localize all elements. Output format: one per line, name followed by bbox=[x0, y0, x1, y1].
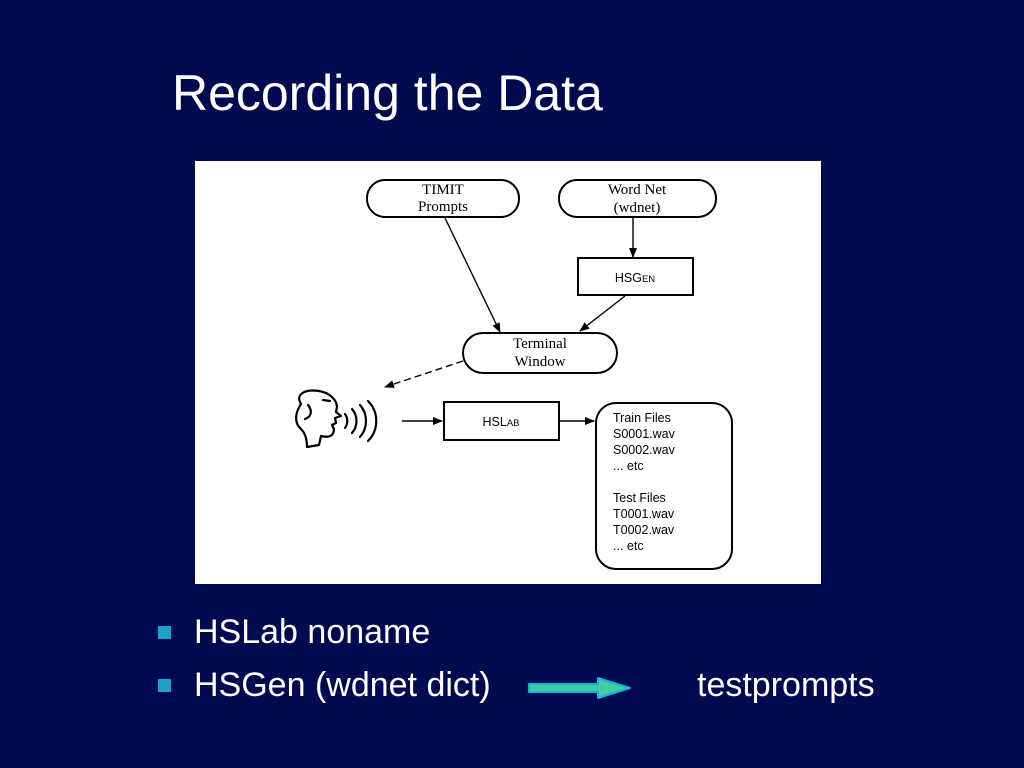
bullet-marker-icon bbox=[158, 625, 171, 639]
files-node: Train Files S0001.wav S0002.wav ... etc … bbox=[595, 402, 733, 570]
recording-diagram: TIMIT Prompts Word Net (wdnet) HSGEN Ter… bbox=[195, 161, 821, 584]
svg-text:HSGEN: HSGEN bbox=[615, 271, 655, 285]
terminal-window-line2: Window bbox=[514, 354, 565, 370]
arrow-hsgen-to-terminal bbox=[579, 295, 626, 332]
test-files-header: Test Files bbox=[613, 491, 666, 505]
test-file-item: T0002.wav bbox=[613, 523, 675, 537]
terminal-window-node: Terminal Window bbox=[462, 332, 618, 374]
bullet-item: HSGen (wdnet dict) bbox=[158, 665, 491, 705]
hslab-label-prefix: HSL bbox=[482, 415, 506, 429]
test-file-item: ... etc bbox=[613, 539, 644, 553]
hslab-label-suffix: AB bbox=[507, 418, 520, 429]
right-arrow-icon bbox=[528, 677, 631, 699]
timit-prompts-line1: TIMIT bbox=[422, 182, 464, 198]
train-file-item: S0002.wav bbox=[613, 443, 676, 457]
train-file-item: ... etc bbox=[613, 459, 644, 473]
bullet-marker-icon bbox=[158, 678, 171, 692]
word-net-line2: (wdnet) bbox=[614, 200, 661, 216]
bullet-text: HSGen (wdnet dict) bbox=[194, 665, 491, 704]
testprompts-label: testprompts bbox=[697, 666, 875, 704]
terminal-window-line1: Terminal bbox=[513, 336, 567, 352]
arrow-terminal-to-speaker bbox=[384, 360, 464, 388]
train-files-header: Train Files bbox=[613, 411, 671, 425]
word-net-line1: Word Net bbox=[608, 182, 667, 198]
timit-prompts-line2: Prompts bbox=[418, 199, 468, 215]
test-file-item: T0001.wav bbox=[613, 507, 675, 521]
speaking-head-icon bbox=[295, 389, 378, 449]
hslab-node: HSLAB bbox=[443, 401, 560, 441]
hsgen-label-suffix: EN bbox=[642, 274, 655, 285]
word-net-node: Word Net (wdnet) bbox=[558, 179, 717, 218]
bullet-text: HSLab noname bbox=[194, 612, 431, 651]
timit-prompts-node: TIMIT Prompts bbox=[366, 179, 520, 218]
slide-title: Recording the Data bbox=[172, 65, 603, 121]
arrow-timit-to-terminal bbox=[444, 217, 501, 333]
svg-text:HSLAB: HSLAB bbox=[482, 415, 519, 429]
train-file-item: S0001.wav bbox=[613, 427, 676, 441]
bullet-item: HSLab noname bbox=[158, 612, 430, 652]
hsgen-label-prefix: HSG bbox=[615, 271, 642, 285]
hsgen-node: HSGEN bbox=[577, 257, 694, 296]
